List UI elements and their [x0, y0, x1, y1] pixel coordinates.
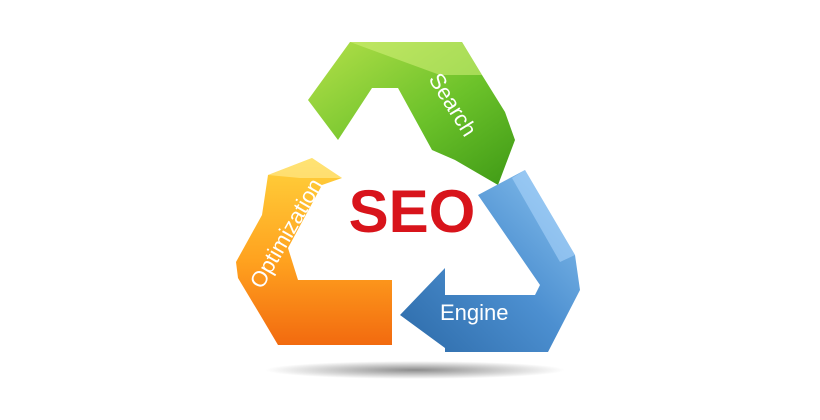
search-arrow: Search: [308, 42, 515, 185]
seo-title: SEO: [349, 178, 476, 245]
ground-shadow: [265, 361, 565, 379]
engine-arrow: Engine: [400, 170, 580, 352]
engine-arrow-label: Engine: [440, 300, 509, 325]
